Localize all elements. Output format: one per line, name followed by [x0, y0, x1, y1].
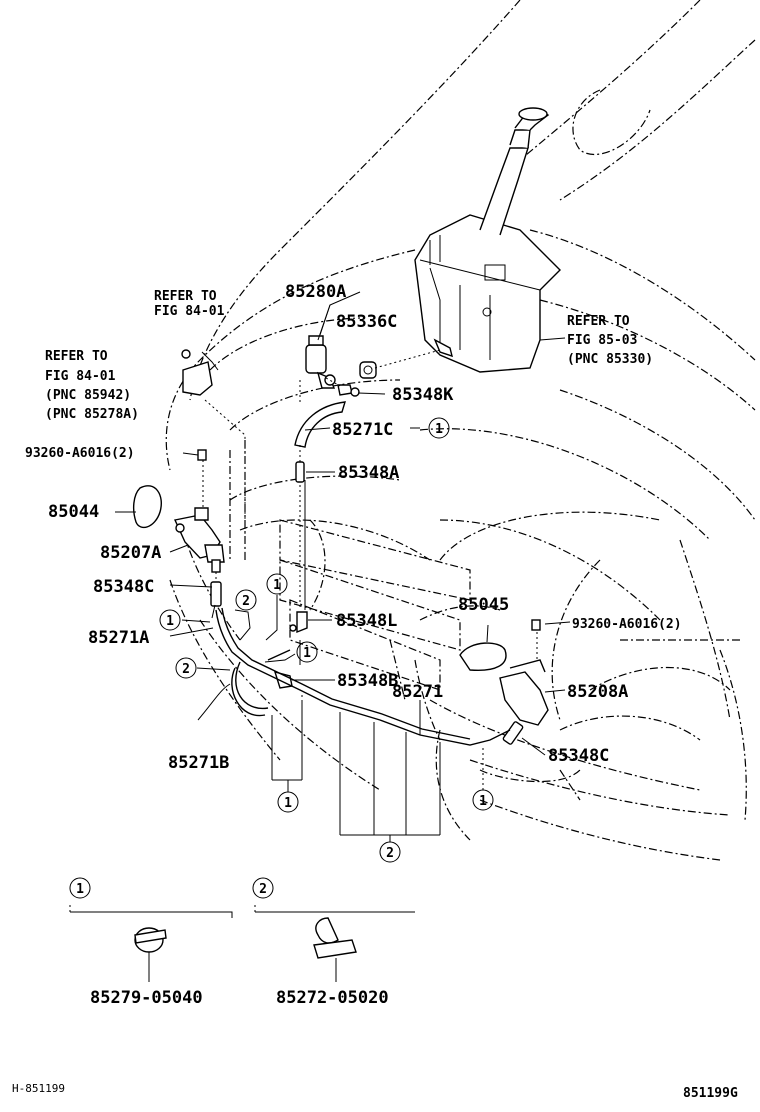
callout-2-left-a: 2: [235, 589, 257, 611]
label-93260-right: 93260-A6016(2): [572, 617, 682, 632]
footer-left-code: H-851199: [12, 1082, 65, 1095]
label-85271: 85271: [392, 682, 443, 702]
label-85271B: 85271B: [168, 753, 229, 773]
callout-1-text: 1: [166, 614, 174, 629]
label-85348C-right: 85348C: [548, 746, 609, 766]
ref2-line2: FIG 84-01: [45, 369, 116, 384]
callout-2-text: 2: [386, 846, 394, 861]
clamp-85279-illustration: [134, 927, 167, 982]
footer-right-code: 851199G: [683, 1086, 738, 1101]
right-cleaner-illustration: [459, 619, 549, 745]
callout-1-bottom-right: 1: [472, 789, 494, 811]
callout-1-clamp-85271C: 1: [428, 417, 450, 439]
label-85348L: 85348L: [336, 611, 397, 631]
callout-1-left-b: 1: [266, 573, 288, 595]
label-85272-05020: 85272-05020: [276, 988, 389, 1008]
callout-2-left-b: 2: [175, 657, 197, 679]
callout-1-text: 1: [76, 882, 84, 897]
joint-85348A-illustration: [295, 461, 305, 483]
legend-callout-1: 1: [69, 877, 91, 899]
grommet-85336C-illustration: [359, 361, 377, 379]
callout-2-text: 2: [242, 594, 250, 609]
callout-1-text: 1: [284, 796, 292, 811]
left-cleaner-illustration: [132, 349, 225, 607]
label-85348A: 85348A: [338, 463, 399, 483]
callout-1-bottom-left: 1: [277, 791, 299, 813]
label-85279-05040: 85279-05040: [90, 988, 203, 1008]
joint-85348K-illustration: [337, 384, 360, 397]
callout-1-center: 1: [296, 641, 318, 663]
ref3-line2: FIG 85-03: [567, 333, 637, 348]
ref3-line1: REFER TO: [567, 314, 630, 329]
leader-lines: [115, 291, 571, 756]
callout-2-text: 2: [259, 882, 267, 897]
legend-callout-2: 2: [252, 877, 274, 899]
callout-1-text: 1: [273, 578, 281, 593]
label-85045: 85045: [458, 595, 509, 615]
ref2-line1: REFER TO: [45, 349, 108, 364]
callout-2-bottom-center: 2: [379, 841, 401, 863]
ref1-line2: FIG 84-01: [154, 304, 225, 319]
label-85336C: 85336C: [336, 312, 397, 332]
label-85271C: 85271C: [332, 420, 393, 440]
hose-85271C-illustration: [294, 401, 346, 448]
callout-2-text: 2: [182, 662, 190, 677]
ref1-line1: REFER TO: [154, 289, 217, 304]
label-85348C-left: 85348C: [93, 577, 154, 597]
ref2-line3: (PNC 85942): [45, 388, 131, 403]
label-85044: 85044: [48, 502, 99, 522]
clamp-85272-illustration: [313, 917, 357, 982]
label-85208A: 85208A: [567, 682, 628, 702]
label-93260-left: 93260-A6016(2): [25, 446, 135, 461]
label-85271A: 85271A: [88, 628, 149, 648]
vehicle-outline: [165, 0, 756, 861]
label-85348B: 85348B: [337, 671, 398, 691]
pump-85280A-illustration: [305, 335, 336, 389]
label-85348K: 85348K: [392, 385, 454, 405]
washer-tank-illustration: [414, 107, 561, 373]
callout-1-text: 1: [479, 794, 487, 809]
callout-1-text: 1: [435, 422, 443, 437]
joint-85348L-illustration: [289, 611, 308, 634]
label-85207A: 85207A: [100, 543, 161, 563]
grouping-brackets: [70, 700, 441, 918]
callout-1-left-a: 1: [159, 609, 181, 631]
ref2-line4: (PNC 85278A): [45, 407, 139, 422]
ref3-line3: (PNC 85330): [567, 352, 653, 367]
label-85280A: 85280A: [285, 282, 346, 302]
callout-1-text: 1: [303, 646, 311, 661]
